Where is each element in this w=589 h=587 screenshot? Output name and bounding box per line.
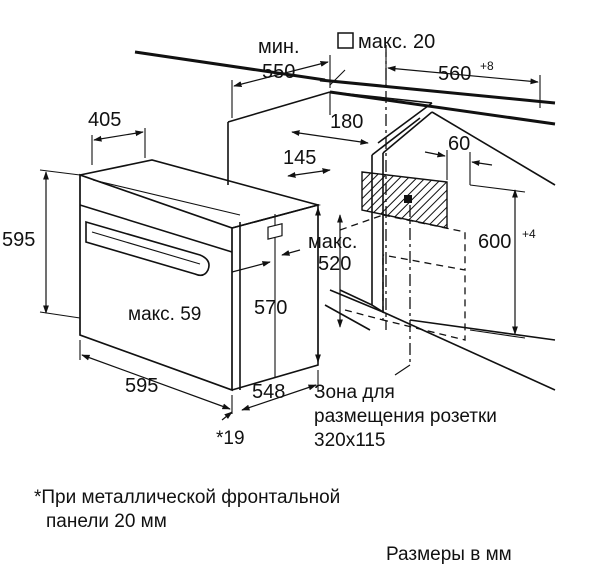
label-180: 180 (330, 111, 363, 133)
label-548: 548 (252, 381, 285, 403)
label-145: 145 (283, 147, 316, 169)
right-panel-top (382, 111, 433, 154)
label-405: 405 (88, 109, 121, 131)
socket-marker (404, 195, 412, 203)
footnote-line1: *При металлической фронтальной (34, 487, 341, 508)
oven-top-inner (92, 179, 241, 216)
niche-top-back (329, 91, 433, 104)
dim-max59-b (281, 249, 301, 256)
dashed-side (382, 258, 466, 341)
label-595-left: 595 (2, 229, 35, 251)
label-19: *19 (216, 428, 245, 449)
floor-back (409, 319, 556, 341)
socket-zone-line3: 320x115 (314, 430, 386, 451)
dim-max59-a (231, 261, 271, 273)
dim-60-a (424, 151, 446, 158)
shelf-lower (324, 304, 371, 331)
socket-zone-line1: Зона для (314, 382, 395, 403)
right-panel-top-inner (371, 117, 421, 156)
dim-595-bottom (81, 354, 231, 410)
niche-top-right (377, 102, 433, 144)
niche-dashed-outline (339, 45, 466, 365)
worktop-edge-right (329, 90, 556, 126)
dim-550 (233, 61, 329, 87)
right-side-panel (371, 153, 384, 314)
label-max20: макс. 20 (358, 31, 435, 53)
label-520: 520 (318, 253, 351, 275)
units-note: Размеры в мм (386, 544, 512, 565)
shelf-front (329, 289, 384, 313)
floor-right (382, 311, 556, 391)
cabinet-niche (134, 50, 556, 391)
label-560: 560 (438, 63, 471, 85)
label-595-bottom: 595 (125, 375, 158, 397)
right-wall-top (431, 111, 556, 186)
dim-145 (287, 168, 331, 178)
label-600: 600 (478, 231, 511, 253)
dimension-labels: мин. 550 макс. 20 560 +8 405 180 60 145 … (2, 31, 536, 451)
shelf-left (339, 289, 373, 306)
footnote-line2: панели 20 мм (46, 511, 167, 532)
label-max-520-prefix: макс. (308, 231, 357, 253)
dim-180 (291, 130, 369, 145)
label-600-tolerance: +4 (522, 227, 536, 241)
dim-560 (387, 65, 539, 85)
dim-19 (221, 411, 233, 421)
dimension-lines (39, 52, 541, 421)
label-550: 550 (262, 61, 295, 83)
control-strip-edge (79, 204, 233, 253)
label-min: мин. (258, 36, 300, 58)
socket-leader (394, 364, 411, 376)
label-560-tolerance: +8 (480, 59, 494, 73)
square-symbol (337, 32, 354, 49)
worktop-back-top (319, 78, 556, 105)
label-max59: макс. 59 (128, 304, 201, 325)
oven (79, 159, 322, 392)
dim-60-b (471, 160, 493, 167)
niche-top-left (227, 91, 331, 123)
socket-zone-line2: размещения розетки (314, 406, 497, 427)
dim-405 (93, 130, 144, 142)
dim-548 (241, 384, 317, 411)
dashed-top (382, 214, 466, 271)
label-60: 60 (448, 133, 470, 155)
label-570: 570 (254, 297, 287, 319)
socket-zone (361, 171, 448, 229)
mount-bracket (267, 222, 283, 240)
